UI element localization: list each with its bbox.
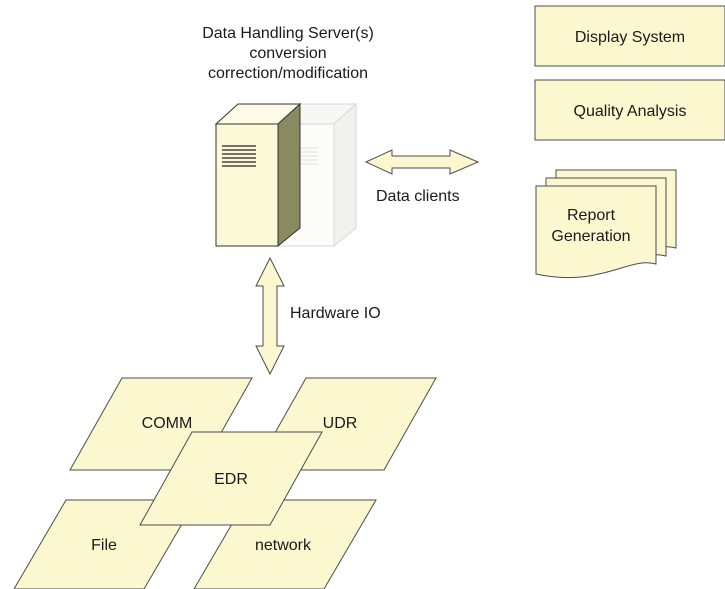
quality-analysis-box: Quality Analysis bbox=[534, 79, 725, 141]
quality-analysis-label: Quality Analysis bbox=[574, 103, 687, 120]
file-label: File bbox=[91, 537, 117, 554]
hardware-io-arrow bbox=[255, 256, 285, 376]
report-label-line-2: Generation bbox=[551, 228, 630, 245]
udr-label: UDR bbox=[323, 415, 358, 432]
data-clients-label: Data clients bbox=[376, 188, 460, 205]
data-clients-arrow bbox=[364, 149, 480, 175]
display-system-label: Display System bbox=[575, 29, 685, 46]
report-generation-documents: Report Generation bbox=[535, 169, 677, 279]
display-system-box: Display System bbox=[534, 5, 725, 67]
server-title-line-1: Data Handling Server(s) bbox=[202, 25, 374, 42]
edr-label: EDR bbox=[214, 471, 248, 488]
server-main-icon bbox=[214, 102, 302, 248]
comm-label: COMM bbox=[142, 415, 193, 432]
server-title-line-3: correction/modification bbox=[208, 65, 368, 82]
hardware-io-label: Hardware IO bbox=[290, 305, 381, 322]
server-tower-icon bbox=[214, 102, 358, 248]
server-title: Data Handling Server(s) conversion corre… bbox=[202, 25, 374, 82]
server-title-line-2: conversion bbox=[249, 45, 326, 62]
edr-source: EDR bbox=[139, 431, 323, 526]
report-label-line-1: Report bbox=[567, 207, 616, 224]
network-label: network bbox=[255, 537, 312, 554]
